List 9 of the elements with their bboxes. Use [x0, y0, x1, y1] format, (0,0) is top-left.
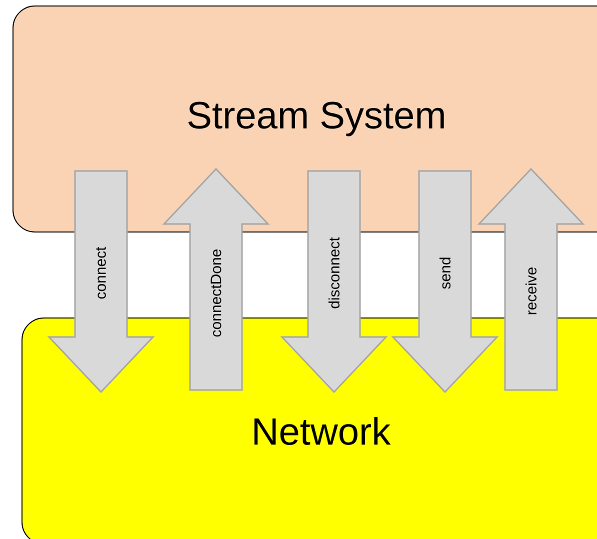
edge-label: connect: [95, 246, 107, 300]
edge-label: receive: [524, 266, 538, 316]
block-arrow: [391, 170, 499, 394]
block-arrow: [47, 170, 155, 394]
block-arrow: [477, 168, 585, 391]
block-arrow: [280, 170, 388, 394]
block-arrow: [162, 168, 270, 391]
edge-label: send: [438, 256, 452, 290]
edge-label: disconnect: [328, 236, 340, 310]
